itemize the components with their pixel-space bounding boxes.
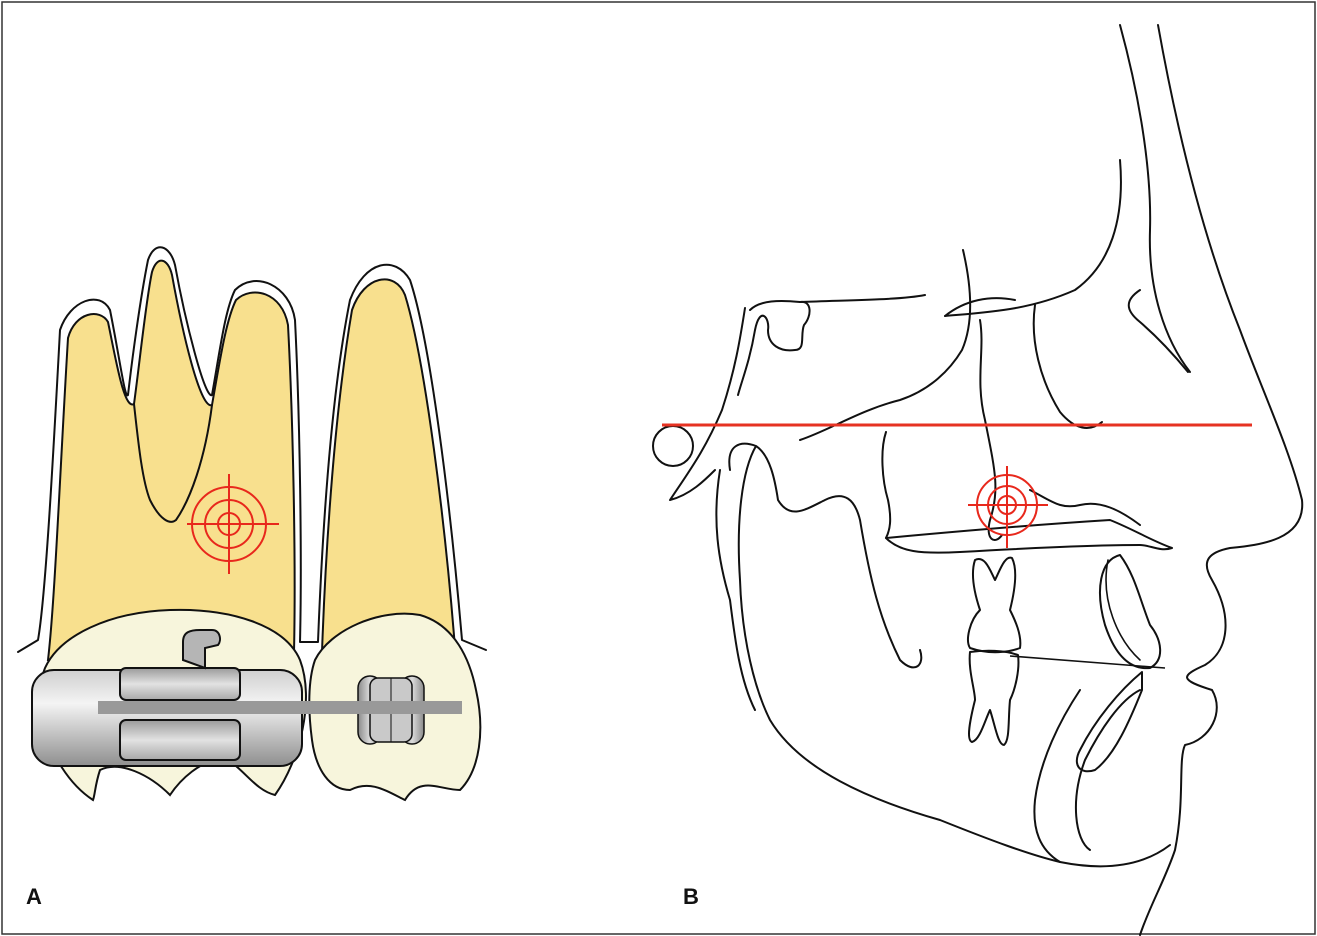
occlusal-plane	[1010, 656, 1165, 668]
buccal-tube-upper	[120, 668, 240, 700]
clivus	[800, 250, 970, 440]
porion-ear-rod	[653, 426, 693, 466]
crosshair-target-icon	[968, 466, 1048, 548]
basion-outline	[670, 308, 745, 500]
nasal-bone	[1120, 25, 1190, 372]
upper-incisor	[1100, 555, 1160, 668]
upper-molar	[968, 558, 1020, 653]
panel-b-label: B	[683, 884, 699, 910]
lower-molar	[969, 651, 1018, 745]
anterior-cranial-base	[945, 160, 1121, 316]
panel-a-tooth-diagram	[18, 247, 486, 800]
orbit	[1034, 305, 1102, 428]
premolar-root	[322, 279, 455, 652]
soft-tissue-profile	[1140, 25, 1302, 935]
upper-incisor-root	[1106, 560, 1140, 660]
mandible-outline	[729, 444, 1170, 867]
maxillary-tuberosity	[882, 432, 890, 538]
archwire	[98, 701, 462, 714]
molar-root	[48, 261, 295, 660]
panel-a-label: A	[26, 884, 42, 910]
ramus-posterior	[716, 470, 755, 710]
cranial-floor	[800, 295, 925, 302]
sella-turcica	[738, 301, 810, 395]
maxilla-anterior	[1030, 490, 1140, 525]
panel-b-cephalometric-tracing	[653, 25, 1302, 935]
symphysis	[1034, 690, 1080, 862]
buccal-tube-lower	[120, 720, 240, 760]
symphysis-inner	[1076, 690, 1140, 850]
